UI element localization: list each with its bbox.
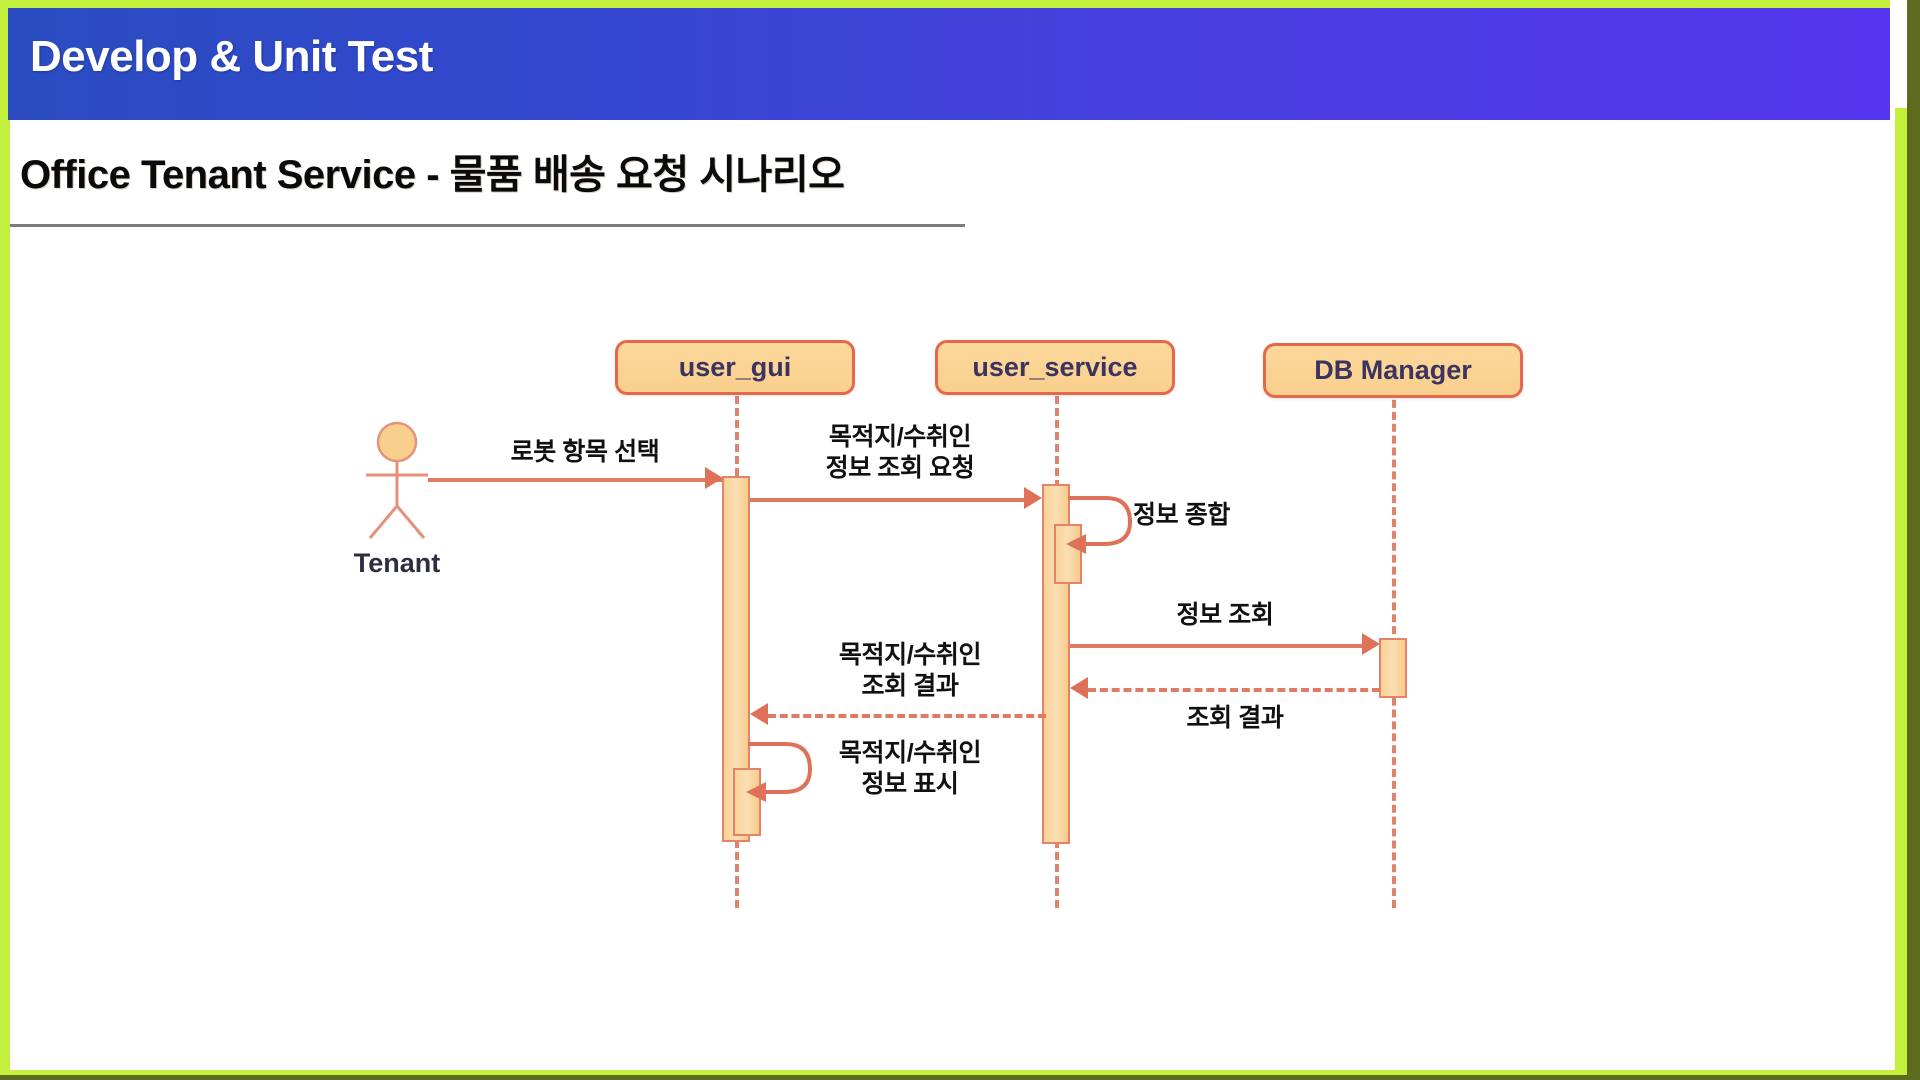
message-selfloop-7 [746, 742, 813, 802]
message-arrowhead-5 [1070, 677, 1088, 699]
message-label-3: 정보 종합 [1133, 501, 1230, 529]
message-label-6: 목적지/수취인 조회 결과 [838, 641, 982, 700]
message-line-5 [1088, 688, 1380, 692]
message-line-6 [768, 714, 1046, 718]
activation-user-service-nested [1054, 524, 1082, 584]
message-arrowhead-1 [705, 467, 723, 489]
message-line-4 [1070, 644, 1370, 648]
message-label-7: 목적지/수취인 정보 표시 [838, 739, 982, 798]
activation-user-gui-nested [733, 768, 761, 836]
message-selfloop-3 [1066, 496, 1133, 554]
participant-user-service-label: user_service [972, 352, 1138, 382]
message-label-2: 목적지/수취인 정보 조회 요청 [825, 423, 975, 482]
slide-frame-right [1895, 108, 1907, 1080]
message-label-1: 로봇 항목 선택 [510, 438, 660, 466]
message-arrowhead-4 [1362, 633, 1380, 655]
message-line-1 [428, 478, 722, 482]
slide-subtitle: Office Tenant Service - 물품 배송 요청 시나리오 [20, 153, 845, 197]
slide-frame-top [0, 0, 1890, 8]
slide-outer-right-margin [1907, 0, 1920, 1080]
page-title: Develop & Unit Test [30, 32, 433, 81]
actor-tenant-label: Tenant [353, 548, 441, 578]
actor-tenant-figure [366, 421, 428, 539]
participant-db-manager[interactable]: DB Manager [1263, 343, 1523, 398]
slide-outer-bottom-margin [0, 1075, 1920, 1080]
participant-user-service[interactable]: user_service [935, 340, 1175, 395]
participant-db-manager-label: DB Manager [1314, 355, 1472, 385]
message-arrowhead-6 [750, 703, 768, 725]
message-arrowhead-2 [1024, 487, 1042, 509]
subtitle-divider [10, 224, 965, 227]
participant-user-gui[interactable]: user_gui [615, 340, 855, 395]
message-label-4: 정보 조회 [1176, 601, 1274, 629]
header-band: Develop & Unit Test [8, 8, 1890, 120]
message-line-2 [750, 498, 1032, 502]
activation-db-manager [1379, 638, 1407, 698]
slide-frame-left [0, 0, 10, 1080]
message-label-5: 조회 결과 [1186, 704, 1284, 732]
participant-user-gui-label: user_gui [678, 352, 792, 382]
